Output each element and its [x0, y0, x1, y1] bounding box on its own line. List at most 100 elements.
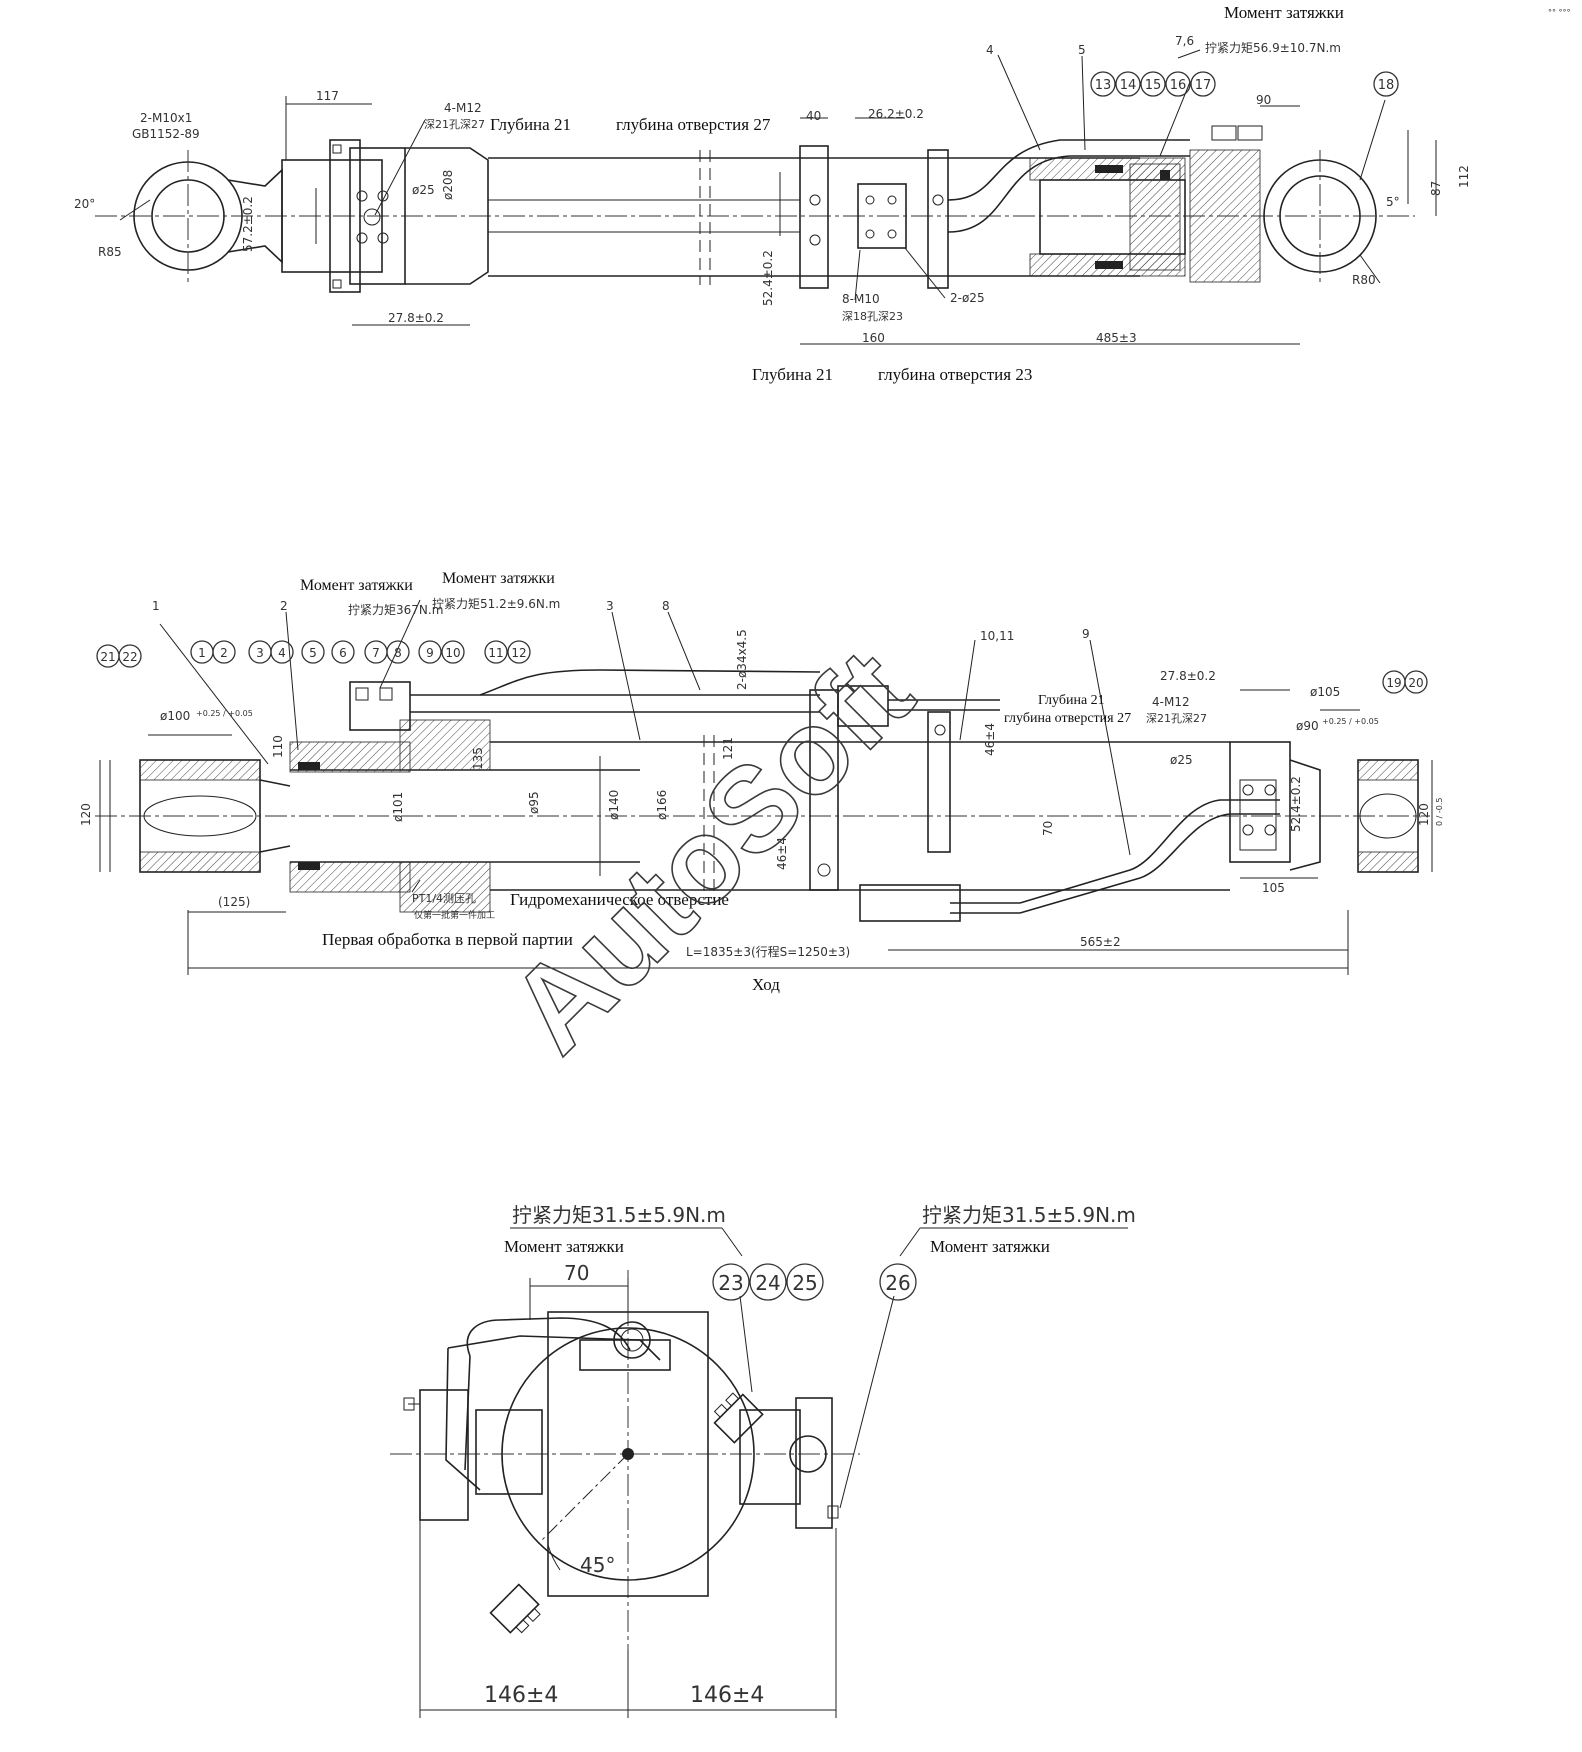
balloon-12: 12 [511, 646, 526, 660]
dim-phi105: ø105 [1310, 685, 1340, 699]
balloon-24: 24 [755, 1271, 780, 1295]
dim-2m10: 2-M10x1 [140, 111, 192, 125]
balloon-21: 21 [100, 650, 115, 664]
dim-120-left: 120 [79, 803, 93, 826]
dim-phi208: ø208 [441, 170, 455, 200]
dim-26-2: 26.2±0.2 [868, 107, 924, 121]
dim-pipe: 2-ø34x4.5 [735, 629, 749, 690]
end-balloons: 23 24 25 26 [712, 1263, 917, 1301]
dim-phi140: ø140 [607, 790, 621, 820]
dim-146-right: 146±4 [690, 1683, 764, 1708]
dim-phi95: ø95 [527, 791, 541, 814]
label-2: 2 [280, 599, 288, 613]
balloon-20: 20 [1408, 676, 1423, 690]
dim-27-8-mid: 27.8±0.2 [1160, 669, 1216, 683]
dim-m12-depth: 深21孔深27 [424, 118, 485, 131]
dim-r85: R85 [98, 245, 122, 259]
middle-view [95, 599, 1433, 975]
dim-angle-20: 20° [74, 197, 95, 211]
depth-note-left: Глубина 21 [490, 115, 571, 134]
balloon-22: 22 [122, 650, 137, 664]
dim-m10-depth: 深18孔深23 [842, 310, 903, 323]
dim-27-8: 27.8±0.2 [388, 311, 444, 325]
dim-angle-45: 45° [580, 1553, 615, 1577]
dim-110: 110 [271, 735, 285, 758]
watermark: AutoSoft [485, 625, 938, 1078]
balloon-9: 9 [426, 646, 434, 660]
first-batch-note: Первая обработка в первой партии [322, 930, 573, 949]
hole-depth-note-mid: глубина отверстия 27 [1004, 711, 1131, 726]
label-3: 3 [606, 599, 614, 613]
torque-value-end-right: 拧紧力矩31.5±5.9N.m [922, 1203, 1136, 1227]
corner-mark: °° °°° [1548, 8, 1571, 17]
balloon-4: 4 [278, 646, 286, 660]
torque-note-end-right: Момент затяжки [930, 1237, 1050, 1256]
balloon-16: 16 [1170, 78, 1187, 93]
torque-note-mid-2: Момент затяжки [442, 570, 555, 587]
torque-note-top: Момент затяжки [1224, 3, 1344, 22]
label-9: 9 [1082, 627, 1090, 641]
dim-160: 160 [862, 331, 885, 345]
dim-phi25: ø25 [412, 183, 435, 197]
dim-485: 485±3 [1096, 331, 1137, 345]
dim-r80: R80 [1352, 273, 1376, 287]
balloon-26: 26 [885, 1271, 910, 1295]
dim-120-right: 120 [1417, 803, 1431, 826]
dim-46-a: 46±4 [983, 723, 997, 756]
dim-120-tol: 0 / -0.5 [1435, 798, 1444, 826]
first-batch-cn: 仅第一批第一件加工 [414, 909, 495, 921]
dim-phi90: ø90 [1296, 719, 1319, 733]
dim-57: 57.2±0.2 [241, 196, 255, 252]
dim-52-4-mid: 52.4±0.2 [1289, 776, 1303, 832]
dim-146-left: 146±4 [484, 1683, 558, 1708]
label-5: 5 [1078, 43, 1086, 57]
dim-4m12: 4-M12 [444, 101, 482, 115]
dim-70-mid: 70 [1041, 821, 1055, 836]
dim-gb1152: GB1152-89 [132, 127, 200, 141]
balloon-25: 25 [792, 1271, 817, 1295]
dim-565: 565±2 [1080, 935, 1121, 949]
dim-phi100: ø100 [160, 709, 190, 723]
dim-8m10: 8-M10 [842, 292, 880, 306]
torque-value-top: 拧紧力矩56.9±10.7N.m [1205, 41, 1341, 55]
middle-balloons: 21 22 1 2 3 4 5 6 7 8 9 10 11 12 19 20 [96, 640, 1428, 694]
dim-46-b: 46±4 [775, 837, 789, 870]
top-view [95, 49, 1437, 345]
torque-value-mid-1: 拧紧力矩367N.m [348, 603, 443, 617]
balloon-10: 10 [445, 646, 460, 660]
balloon-3: 3 [256, 646, 264, 660]
balloon-1: 1 [198, 646, 206, 660]
dim-105: 105 [1262, 881, 1285, 895]
balloon-19: 19 [1386, 676, 1401, 690]
top-balloons: 13 14 15 16 17 18 [1090, 71, 1399, 97]
label-1: 1 [152, 599, 160, 613]
dim-87: 87 [1429, 181, 1443, 196]
balloon-17: 17 [1195, 78, 1212, 93]
dim-phi100-tol: +0.25 / +0.05 [196, 709, 253, 718]
balloon-18: 18 [1378, 78, 1395, 93]
torque-value-end-left: 拧紧力矩31.5±5.9N.m [512, 1203, 726, 1227]
depth-note-mid: Глубина 21 [1038, 693, 1105, 708]
depth-note-bottom: Глубина 21 [752, 365, 833, 384]
dim-phi101: ø101 [391, 792, 405, 822]
port-code: PT1/4测压孔 [412, 892, 476, 905]
length-formula: L=1835±3(行程S=1250±3) [686, 944, 850, 959]
torque-value-mid-2: 拧紧力矩51.2±9.6N.m [432, 597, 560, 611]
dim-40: 40 [806, 109, 821, 123]
balloon-11: 11 [488, 646, 503, 660]
end-view [390, 1227, 1128, 1718]
dim-90: 90 [1256, 93, 1271, 107]
dim-52-4: 52.4±0.2 [761, 250, 775, 306]
balloon-5: 5 [309, 646, 317, 660]
dim-phi25-mid: ø25 [1170, 753, 1193, 767]
dim-135: 135 [471, 747, 485, 770]
dim-angle-5: 5° [1386, 195, 1400, 209]
dim-m12-depth-mid: 深21孔深27 [1146, 712, 1207, 725]
balloon-15: 15 [1145, 78, 1162, 93]
dim-2phi25: 2-ø25 [950, 291, 985, 305]
label-8: 8 [662, 599, 670, 613]
balloon-2: 2 [220, 646, 228, 660]
balloon-13: 13 [1095, 78, 1112, 93]
hole-depth-note-bottom: глубина отверстия 23 [878, 365, 1032, 384]
